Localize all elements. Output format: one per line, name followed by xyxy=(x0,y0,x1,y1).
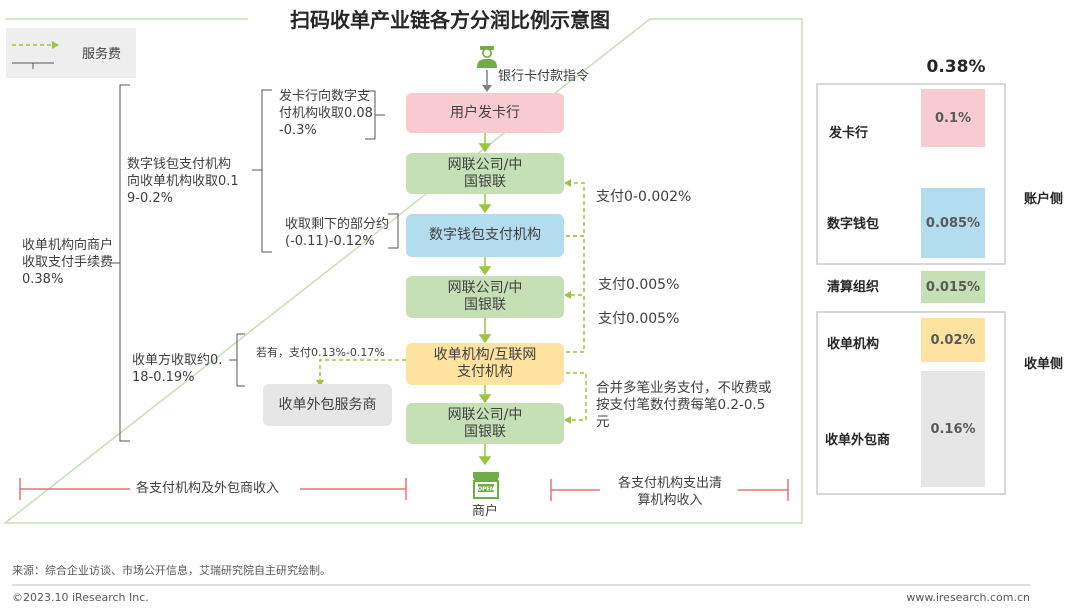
footer-source: 来源：综合企业访谈、市场公开信息，艾瑞研究院自主研究绘制。 xyxy=(12,564,331,577)
panel-label-acquirer: 收单机构 xyxy=(827,337,880,352)
netunion-box-1: 网联公司/中国银联 xyxy=(406,153,564,194)
footer-url: www.iresearch.com.cn xyxy=(906,591,1030,604)
panel-total: 0.38% xyxy=(926,57,986,77)
merge-note: 合并多笔业务支付，不收费或按支付笔数付费每笔0.2-0.5元 xyxy=(596,380,796,431)
outsourced-note: 若有，支付0.13%-0.17% xyxy=(256,346,385,359)
acquirer-keep-text: 收单方收取约0.18-0.19% xyxy=(132,352,230,386)
wallet-fee-label: 数字钱包支付机构向收单机构收取0.19-0.2% xyxy=(127,157,239,206)
issuer-bank-box: 用户发卡行 xyxy=(406,93,564,133)
wallet-box: 数字钱包支付机构 xyxy=(406,214,564,257)
issuer-fee-label: 发卡行向数字支付机构收取0.08-0.3% xyxy=(279,89,373,138)
right-income-label: 各支付机构支出清算机构收入 xyxy=(604,475,736,509)
outer-fee-label: 收单机构向商户收取支付手续费0.38% xyxy=(22,238,114,287)
user-icon xyxy=(477,46,497,68)
panel-bar-issuer: 0.1% xyxy=(921,89,985,147)
fee-note-2: 支付0.005% xyxy=(598,277,680,293)
panel-label-wallet: 数字钱包 xyxy=(827,217,880,232)
fee-note-3: 支付0.005% xyxy=(598,311,680,327)
panel-label-outsourced: 收单外包商 xyxy=(825,433,891,448)
panel-bar-clearing: 0.015% xyxy=(921,271,985,303)
wallet-remaining-label: 收取剩下的部分约(-0.11)-0.12% xyxy=(285,217,390,249)
panel-bar-outsourced: 0.16% xyxy=(921,371,985,487)
merchant-label: 商户 xyxy=(472,504,499,519)
store-icon: OPEN xyxy=(473,472,499,499)
page-title: 扫码收单产业链各方分润比例示意图 xyxy=(290,8,610,32)
panel-bar-acquirer: 0.02% xyxy=(921,318,985,362)
panel-label-issuer: 发卡行 xyxy=(829,126,869,141)
panel-label-clearing: 清算组织 xyxy=(827,280,880,295)
left-income-label: 各支付机构及外包商收入 xyxy=(136,481,280,496)
right-income-text: 各支付机构支出清算机构收入 xyxy=(617,476,722,508)
panel-side-account: 账户侧 xyxy=(1024,192,1064,207)
outsourced-box: 收单外包服务商 xyxy=(263,384,392,426)
merge-note-label: 合并多笔业务支付，不收费或按支付笔数付费每笔0.2-0.5元 xyxy=(596,380,772,430)
footer-copyright: ©2023.10 iResearch Inc. xyxy=(12,591,149,604)
netunion-box-2: 网联公司/中国银联 xyxy=(406,276,564,318)
issuer-fee-text: 发卡行向数字支付机构收取0.08-0.3% xyxy=(279,88,375,139)
acquirer-box: 收单机构/互联网支付机构 xyxy=(406,343,564,385)
acquirer-box-label: 收单机构/互联网支付机构 xyxy=(433,347,537,380)
legend-service-fee-label: 服务费 xyxy=(82,47,122,62)
netunion-box-3: 网联公司/中国银联 xyxy=(406,403,564,444)
panel-bar-wallet: 0.085% xyxy=(921,188,985,258)
netunion-box-1-label: 网联公司/中国银联 xyxy=(447,156,523,190)
wallet-remaining-text: 收取剩下的部分约(-0.11)-0.12% xyxy=(285,216,390,250)
outer-fee-text: 收单机构向商户收取支付手续费0.38% xyxy=(22,237,122,288)
netunion-box-2-label: 网联公司/中国银联 xyxy=(447,280,523,313)
store-sign-text: OPEN xyxy=(477,487,494,493)
fee-note-1: 支付0-0.002% xyxy=(596,189,692,205)
netunion-box-3-label: 网联公司/中国银联 xyxy=(447,406,523,440)
panel-side-acquiring: 收单侧 xyxy=(1024,357,1064,372)
wallet-fee-text: 数字钱包支付机构向收单机构收取0.19-0.2% xyxy=(127,156,242,207)
payment-instruction-label: 银行卡付款指令 xyxy=(498,69,590,84)
acquirer-keep-label: 收单方收取约0.18-0.19% xyxy=(132,353,223,385)
